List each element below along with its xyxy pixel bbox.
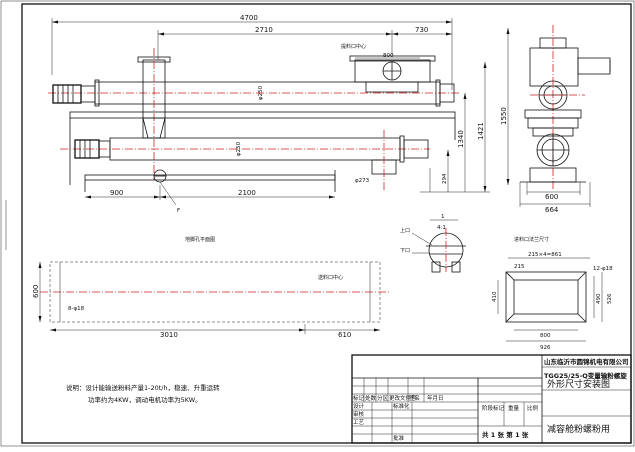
flange-inner (513, 279, 579, 315)
tb-drawing-name: 外形尺寸安装图 (547, 378, 610, 390)
dim-pitch: 215 (514, 264, 525, 270)
foundation-plan: 地脚孔平面图 送料口中心 8-φ18 600 3010 610 (32, 236, 390, 339)
dim-pipe-dia-upper: φ250 (258, 85, 264, 100)
dim-h-1421: 1421 (477, 122, 485, 140)
base-rail (84, 174, 336, 181)
notes-line1: 说明：设计能输送粉料产量1-20t/h，稳速、升重运转 (66, 383, 220, 392)
dim-bolt-holes: 8-φ18 (68, 306, 85, 312)
side-drive-box (577, 57, 611, 75)
dim-h-294: 294 (442, 173, 448, 184)
transfer-funnel (142, 117, 166, 139)
dim-side-height: 1550 (500, 107, 508, 125)
detail-lower-label: 下口 (400, 248, 410, 254)
dim-flange-dia: φ273 (355, 178, 370, 184)
tb-scale: 比例 (527, 404, 539, 412)
detail-scale: 4:1 (437, 225, 446, 231)
tb-standard: 标准化 (393, 402, 410, 410)
notes-line2: 功率约为4KW，调动电机功率为5KW。 (88, 395, 202, 404)
dim-foundation-end: 610 (338, 331, 351, 339)
dim-h-1340: 1340 (457, 130, 465, 148)
detail-scale-top: 1 (441, 214, 445, 220)
upper-gearbox (80, 85, 96, 103)
front-view: 4700 2710 730 提料口中心 800 (48, 14, 490, 214)
dim-side-overall-width: 664 (545, 206, 559, 214)
dim-base-span: 2100 (238, 189, 256, 197)
inlet-flange-detail: 进料口法兰尺寸 215×4=861 215 12-φ18 410 490 526… (492, 236, 613, 351)
tb-col-zone: 分区 (377, 394, 389, 402)
dim-motor-offset: 900 (110, 189, 123, 197)
dim-pipe-dia-lower: φ250 (236, 141, 242, 156)
inlet-detail-title: 进料口法兰尺寸 (514, 236, 549, 243)
dim-foundation-width: 600 (32, 285, 40, 298)
dim-overall-length: 4700 (240, 14, 258, 22)
dim-hole-spacing: 215×4=861 (528, 252, 562, 258)
detail-upper-label: 上口 (400, 227, 410, 234)
side-upper-housing (529, 47, 579, 87)
label-section-mark: F (177, 208, 180, 214)
sheet-border-inner (21, 3, 632, 444)
side-view: 1550 600 664 (500, 25, 611, 214)
tb-process: 工艺 (353, 419, 365, 426)
dim-flange-height-mid: 490 (596, 293, 602, 304)
tb-footer-name: 减容舱粉螺粉用 (547, 423, 610, 435)
upper-motor (52, 84, 82, 104)
tb-design: 设计 (353, 402, 365, 410)
tb-check: 审核 (353, 410, 365, 418)
dim-side-base-width: 600 (545, 193, 558, 201)
label-feed-center: 送料口中心 (318, 274, 343, 281)
flange-outer (505, 271, 587, 323)
dim-flange-height-inner: 410 (492, 291, 498, 302)
dim-span-right: 730 (415, 26, 428, 34)
foundation-title: 地脚孔平面图 (185, 236, 215, 243)
tb-sheet-info: 共 1 张 第 1 张 (482, 430, 529, 439)
support-frame-top (69, 111, 456, 119)
tb-approve: 批准 (393, 434, 405, 442)
tb-col-change: 更改文件号 (389, 394, 417, 402)
tb-weight: 重量 (508, 404, 520, 412)
dim-flange-height-outer: 526 (607, 293, 613, 304)
detail-view: 1 4:1 上口 下口 (400, 214, 466, 273)
dim-flange-width-outer: 926 (540, 345, 551, 351)
tb-col-count: 处数 (365, 394, 377, 402)
tb-col-sign: 签名 (409, 394, 420, 402)
tb-col-mark: 标记 (353, 394, 365, 402)
label-outlet-center: 提料口中心 (341, 43, 366, 50)
tb-stage-mark: 阶段标记 (482, 404, 505, 412)
tb-company: 山东临沂市圆锦机电有限公司 (544, 357, 629, 366)
tb-model: TGG25/25-Q变量输粉螺旋 (544, 371, 627, 380)
dim-span-left: 2710 (255, 26, 273, 34)
dim-foundation-length: 3010 (160, 331, 178, 339)
title-block: 标记 处数 分区 更改文件号 签名 年月日 设计 标准化 审核 工艺 批准 阶段… (351, 354, 632, 444)
dim-flange-holes: 12-φ18 (593, 266, 613, 272)
tb-col-date: 年月日 (427, 394, 444, 402)
dim-flange-width-inner: 800 (540, 333, 551, 339)
